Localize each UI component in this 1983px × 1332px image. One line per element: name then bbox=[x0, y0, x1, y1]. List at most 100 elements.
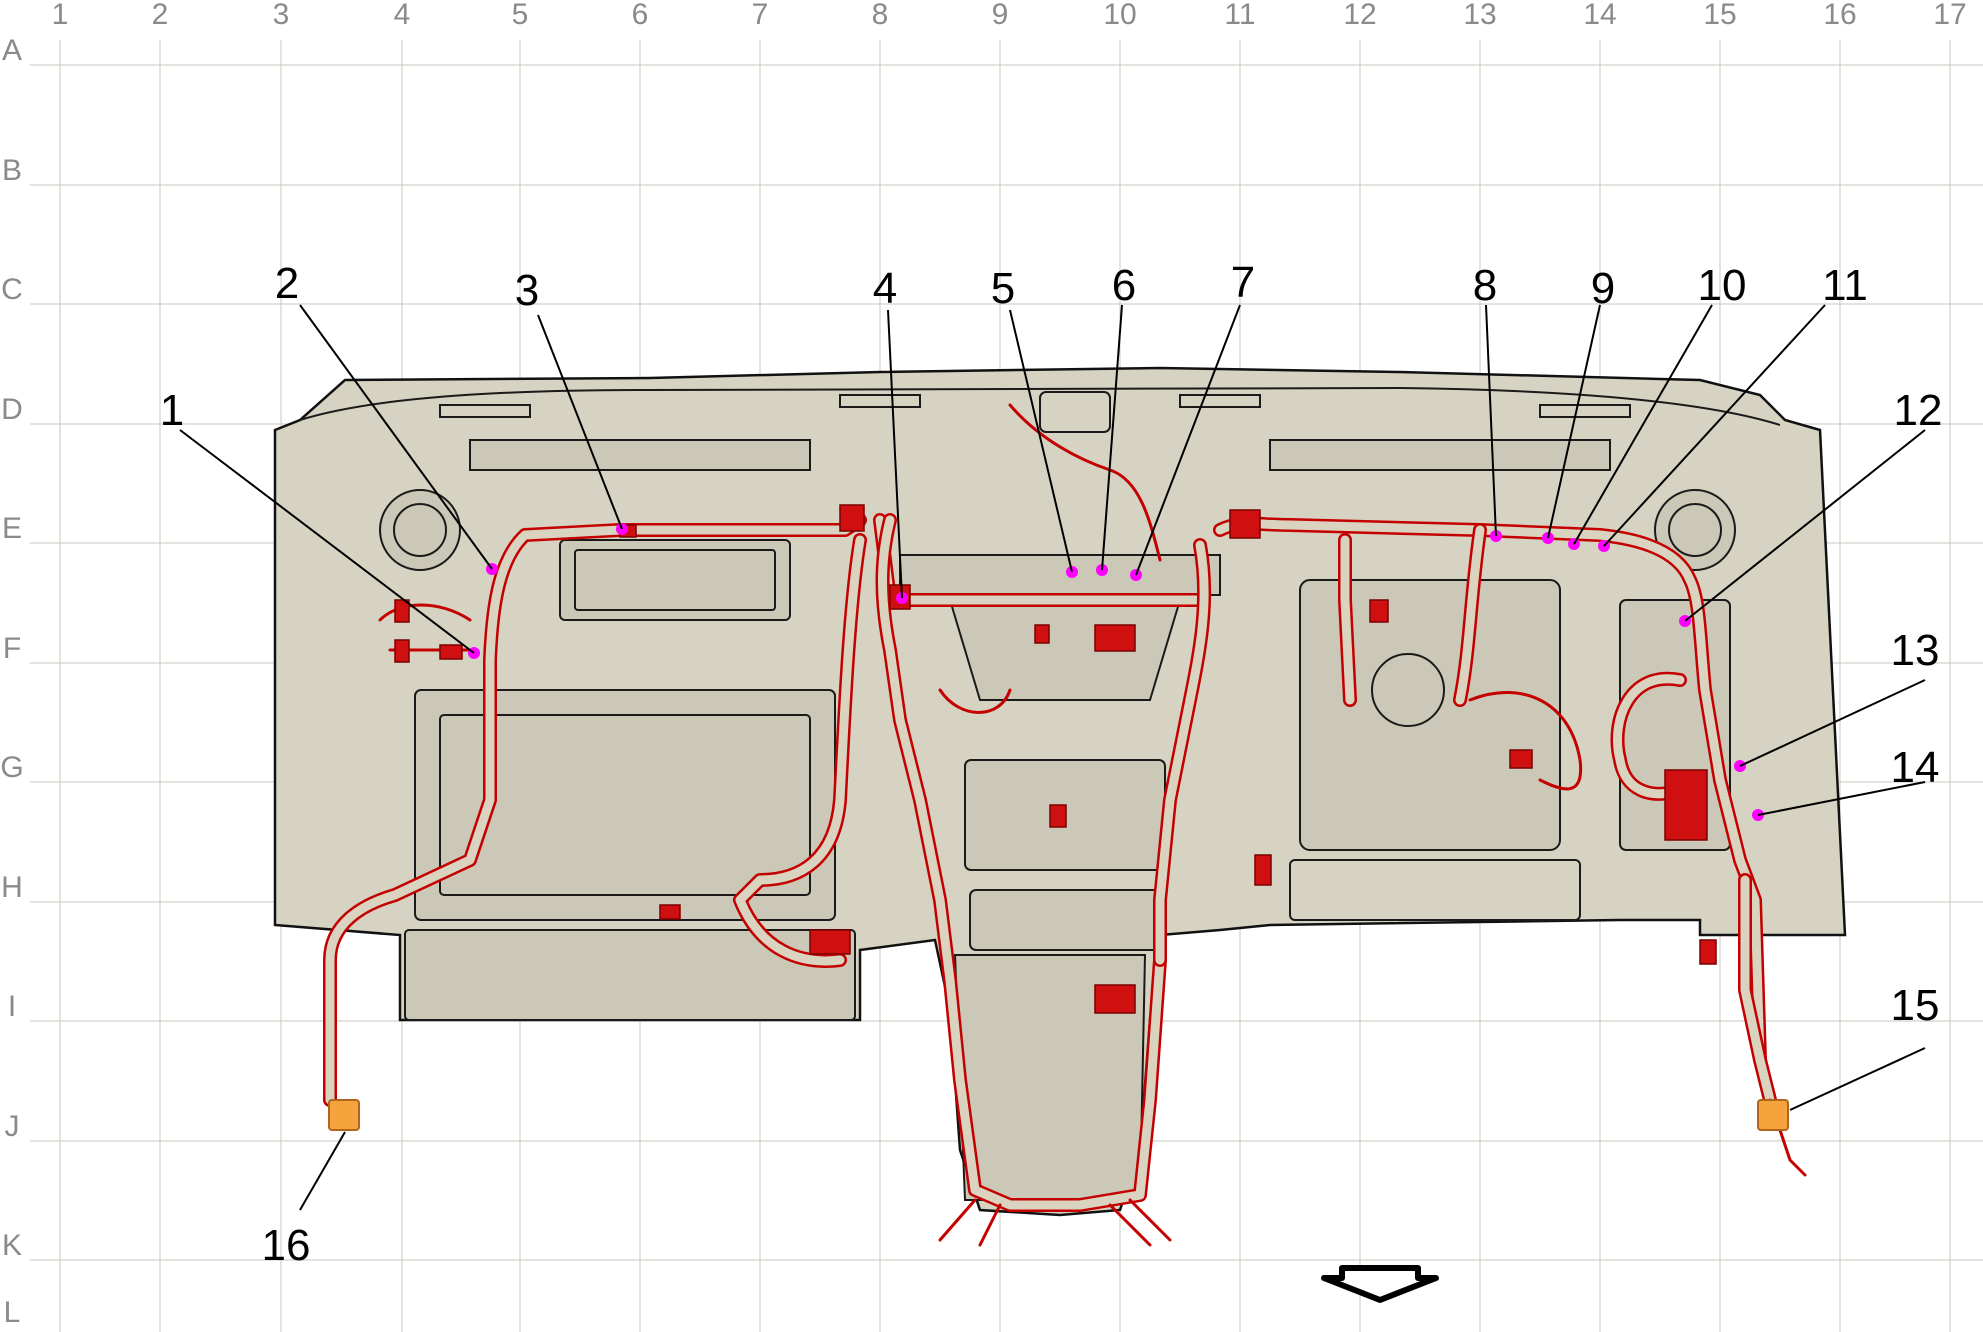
leader-line-11 bbox=[1603, 304, 1826, 547]
connector bbox=[1094, 984, 1136, 1014]
connector bbox=[1229, 509, 1261, 539]
callout-16: 16 bbox=[262, 1221, 311, 1270]
callout-leader-lines bbox=[179, 304, 1926, 1211]
leader-line-14 bbox=[1757, 781, 1926, 816]
right-air-vent bbox=[1654, 489, 1736, 571]
harness-center-left-drop bbox=[875, 513, 1167, 1212]
leader-line-12 bbox=[1684, 429, 1926, 622]
grid-column-label: 16 bbox=[1823, 0, 1856, 31]
defrost-vent-center-left bbox=[839, 394, 921, 408]
callout-11: 11 bbox=[1822, 261, 1868, 310]
grid-row-labels: A B C D E F G H I J K L bbox=[0, 34, 23, 1329]
down-arrow-icon bbox=[1321, 1265, 1439, 1303]
connector bbox=[1254, 854, 1272, 886]
inline-connector-left bbox=[328, 1099, 360, 1131]
leader-line-1 bbox=[179, 429, 475, 654]
left-air-vent bbox=[379, 489, 461, 571]
grid-row-label: F bbox=[3, 632, 21, 665]
callout-10: 10 bbox=[1698, 261, 1747, 310]
grid-column-label: 13 bbox=[1463, 0, 1496, 31]
leader-line-6 bbox=[1101, 304, 1123, 571]
leader-line-9 bbox=[1547, 304, 1601, 539]
leader-line-3 bbox=[537, 314, 623, 530]
callout-14: 14 bbox=[1891, 743, 1940, 792]
connector bbox=[1094, 624, 1136, 652]
leader-line-13 bbox=[1739, 679, 1926, 767]
grid-column-label: 1 bbox=[52, 0, 69, 31]
grid-column-label: 14 bbox=[1583, 0, 1616, 31]
instrument-panel-outline bbox=[273, 366, 1847, 1217]
passenger-airbag-module bbox=[559, 539, 791, 621]
callout-12: 12 bbox=[1894, 386, 1943, 435]
grid-row-label: B bbox=[2, 154, 22, 187]
harness-connectors bbox=[394, 504, 1717, 1014]
leader-line-15 bbox=[1789, 1047, 1926, 1111]
left-upper-duct bbox=[469, 439, 811, 471]
callout-6: 6 bbox=[1112, 261, 1136, 310]
steering-column-hub bbox=[1371, 653, 1445, 727]
grid-column-label: 6 bbox=[632, 0, 649, 31]
grid-column-label: 9 bbox=[992, 0, 1009, 31]
harness-right-loop bbox=[1610, 671, 1687, 801]
harness-right-trunk bbox=[1213, 516, 1767, 1067]
wire-right-steering-loop bbox=[1468, 691, 1583, 791]
connector bbox=[1034, 624, 1050, 644]
center-speaker-grille bbox=[1039, 391, 1111, 433]
grid-row-label: H bbox=[1, 871, 23, 904]
left-air-vent-inner bbox=[393, 503, 447, 557]
center-stack-upper bbox=[948, 599, 1182, 701]
grid-column-label: 2 bbox=[152, 0, 169, 31]
right-air-vent-inner bbox=[1668, 503, 1722, 557]
grid-row-label: E bbox=[2, 512, 22, 545]
inline-connector-right bbox=[1757, 1099, 1789, 1131]
harness-lower-right bbox=[1738, 873, 1777, 1107]
harness-center-right-drop bbox=[1153, 538, 1212, 967]
wire-lower-center-fan bbox=[938, 1198, 1172, 1247]
leader-line-10 bbox=[1573, 304, 1713, 545]
harness-main-trunk bbox=[323, 513, 867, 1107]
callout-2: 2 bbox=[275, 259, 299, 308]
leader-line-2 bbox=[299, 304, 493, 570]
connector bbox=[839, 504, 865, 532]
grid-row-label: C bbox=[1, 273, 23, 306]
callout-numbers: 1 2 3 4 5 6 7 8 9 10 11 12 13 14 15 16 bbox=[160, 258, 1943, 1270]
grid-column-label: 11 bbox=[1224, 0, 1255, 31]
connector bbox=[1699, 939, 1717, 965]
grid-row-label: I bbox=[8, 990, 16, 1023]
grid-column-label: 7 bbox=[752, 0, 769, 31]
center-lower-bracket bbox=[969, 889, 1161, 951]
callout-5: 5 bbox=[991, 264, 1015, 313]
glove-box-panel bbox=[439, 714, 811, 896]
knee-bolster-driver bbox=[1289, 859, 1581, 921]
wire-center-loop bbox=[938, 688, 1012, 714]
connector bbox=[809, 929, 851, 955]
connector bbox=[1049, 804, 1067, 828]
callout-3: 3 bbox=[515, 266, 539, 315]
right-upper-duct bbox=[1269, 439, 1611, 471]
dash-top-ridge bbox=[299, 386, 1781, 426]
fuse-block-connector bbox=[1664, 769, 1708, 841]
leader-line-7 bbox=[1135, 304, 1241, 576]
grid-column-labels: 1 2 3 4 5 6 7 8 9 10 11 12 13 14 15 16 1… bbox=[52, 0, 1967, 31]
grid-column-label: 5 bbox=[512, 0, 529, 31]
defrost-vent-right bbox=[1539, 404, 1631, 418]
leader-line-4 bbox=[887, 309, 903, 599]
harness-left-glovebox-branch bbox=[733, 533, 867, 968]
grid-row-label: L bbox=[4, 1296, 21, 1329]
grid-column-label: 15 bbox=[1703, 0, 1736, 31]
callout-7: 7 bbox=[1231, 258, 1255, 307]
grid-column-label: 12 bbox=[1343, 0, 1376, 31]
grid-column-label: 17 bbox=[1933, 0, 1966, 31]
connector bbox=[1509, 749, 1533, 769]
grid-row-label: A bbox=[2, 34, 22, 67]
callout-8: 8 bbox=[1473, 261, 1497, 310]
leader-line-5 bbox=[1009, 309, 1073, 573]
connector bbox=[659, 904, 681, 920]
grid-row-label: J bbox=[5, 1110, 20, 1143]
callout-4: 4 bbox=[873, 264, 897, 313]
connector bbox=[439, 644, 463, 660]
lower-left-bolster bbox=[404, 929, 856, 1021]
connector bbox=[394, 599, 410, 623]
connector bbox=[1369, 599, 1389, 623]
